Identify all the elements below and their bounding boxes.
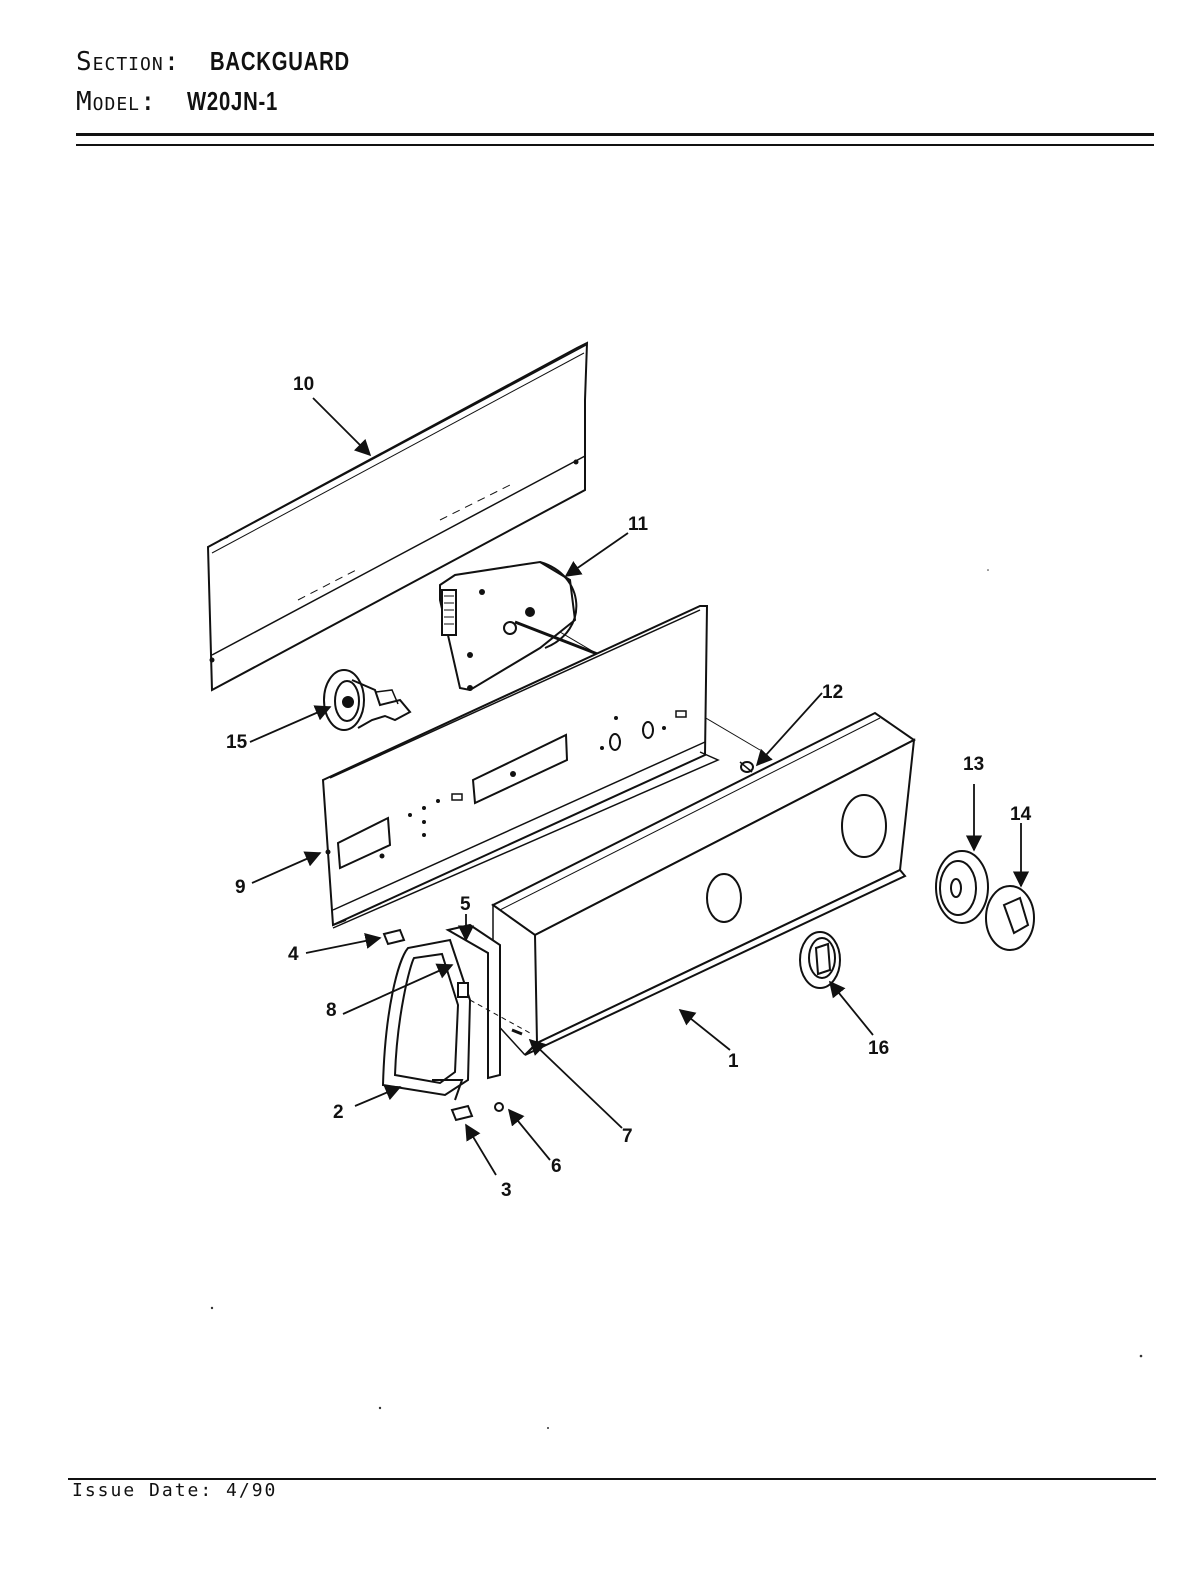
switch-part [323,669,412,731]
rear-panel-part [206,341,589,692]
callout-12: 12 [822,682,843,703]
callout-5: 5 [460,894,471,915]
callout-15: 15 [226,732,248,753]
control-panel-part [321,605,720,929]
callout-6: 6 [551,1156,562,1177]
callout-7: 7 [622,1126,633,1147]
screw-part [739,761,754,773]
header-rule-bottom [76,144,1154,146]
issue-date: Issue Date: 4/90 [72,1480,278,1501]
header-rule-top [76,133,1154,136]
footer-rule [68,1478,1156,1480]
front-console-part [491,711,916,1056]
section-label: Section: [76,47,181,77]
callout-14: 14 [1010,804,1032,825]
leader-lines [249,397,1030,1176]
callout-11: 11 [628,514,649,535]
callout-3: 3 [501,1180,512,1201]
model-label: Model: [76,87,157,117]
knob-skirt-part [935,850,989,924]
callout-10: 10 [293,374,314,395]
callout-labels: 10 11 12 15 9 13 14 4 5 8 1 16 2 3 6 7 [226,374,1032,1201]
callout-8: 8 [326,1000,337,1021]
callout-4: 4 [288,944,299,965]
callout-2: 2 [333,1102,344,1123]
end-cap-part [381,938,472,1101]
clip-part [382,928,474,1122]
scan-specks [210,569,1143,1429]
callout-16: 16 [868,1038,889,1059]
section-heading: Section: BACKGUARD [76,46,390,77]
timer-part [439,560,601,692]
model-value: W20JN-1 [186,86,278,116]
knob-small-part [799,931,841,989]
callout-13: 13 [963,754,984,775]
section-value: BACKGUARD [210,46,351,76]
callout-9: 9 [235,877,246,898]
model-heading: Model: W20JN-1 [76,86,303,117]
knob-part [985,885,1035,951]
trim-strip-part [445,923,531,1112]
callout-1: 1 [728,1051,739,1072]
